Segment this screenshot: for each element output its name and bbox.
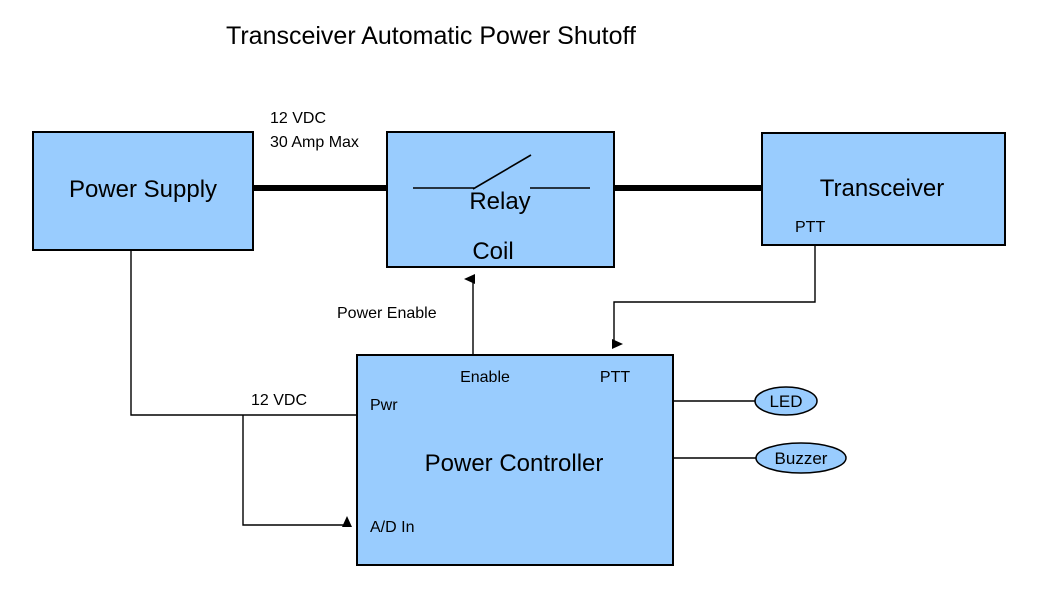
controller-port-ptt: PTT — [600, 369, 630, 386]
power-controller-label: Power Controller — [425, 450, 604, 477]
buzzer-ellipse — [755, 442, 847, 474]
power-enable-label: Power Enable — [337, 305, 437, 322]
transceiver-label: Transceiver — [820, 175, 944, 202]
relay-coil-box — [386, 131, 615, 268]
transceiver-port-ptt: PTT — [795, 219, 825, 236]
power-supply-label: Power Supply — [69, 176, 217, 203]
node-power-controller[interactable]: Enable PTT Pwr A/D In Power Controller — [356, 354, 674, 566]
controller-port-enable: Enable — [460, 369, 510, 386]
relay-label-line1: Relay — [469, 188, 530, 215]
buzzer-label: Buzzer — [775, 449, 828, 468]
relay-switch-icon — [413, 154, 590, 190]
node-buzzer[interactable]: Buzzer — [755, 442, 847, 474]
relay-label-line2: Coil — [472, 238, 513, 265]
node-led[interactable]: LED — [754, 386, 818, 416]
node-power-supply[interactable]: Power Supply — [32, 131, 254, 251]
controller-port-adin: A/D In — [370, 519, 414, 536]
node-relay-coil[interactable]: Relay Coil — [386, 131, 615, 268]
supply-rating-line2: 30 Amp Max — [270, 134, 359, 151]
transceiver-box — [761, 132, 1006, 246]
controller-supply-label: 12 VDC — [251, 392, 307, 409]
edge-transceiver-ptt-to-controller — [612, 245, 816, 349]
edge-supply-to-controller-pwr — [130, 250, 359, 416]
page-title: Transceiver Automatic Power Shutoff — [226, 22, 636, 50]
led-ellipse — [754, 386, 818, 416]
node-transceiver[interactable]: Transceiver PTT — [761, 132, 1006, 246]
edge-supply-tap-to-controller-adin — [242, 415, 352, 527]
led-label: LED — [769, 392, 802, 411]
controller-port-pwr: Pwr — [370, 397, 398, 414]
power-controller-box — [356, 354, 674, 566]
power-supply-box — [32, 131, 254, 251]
supply-rating-line1: 12 VDC — [270, 110, 326, 127]
